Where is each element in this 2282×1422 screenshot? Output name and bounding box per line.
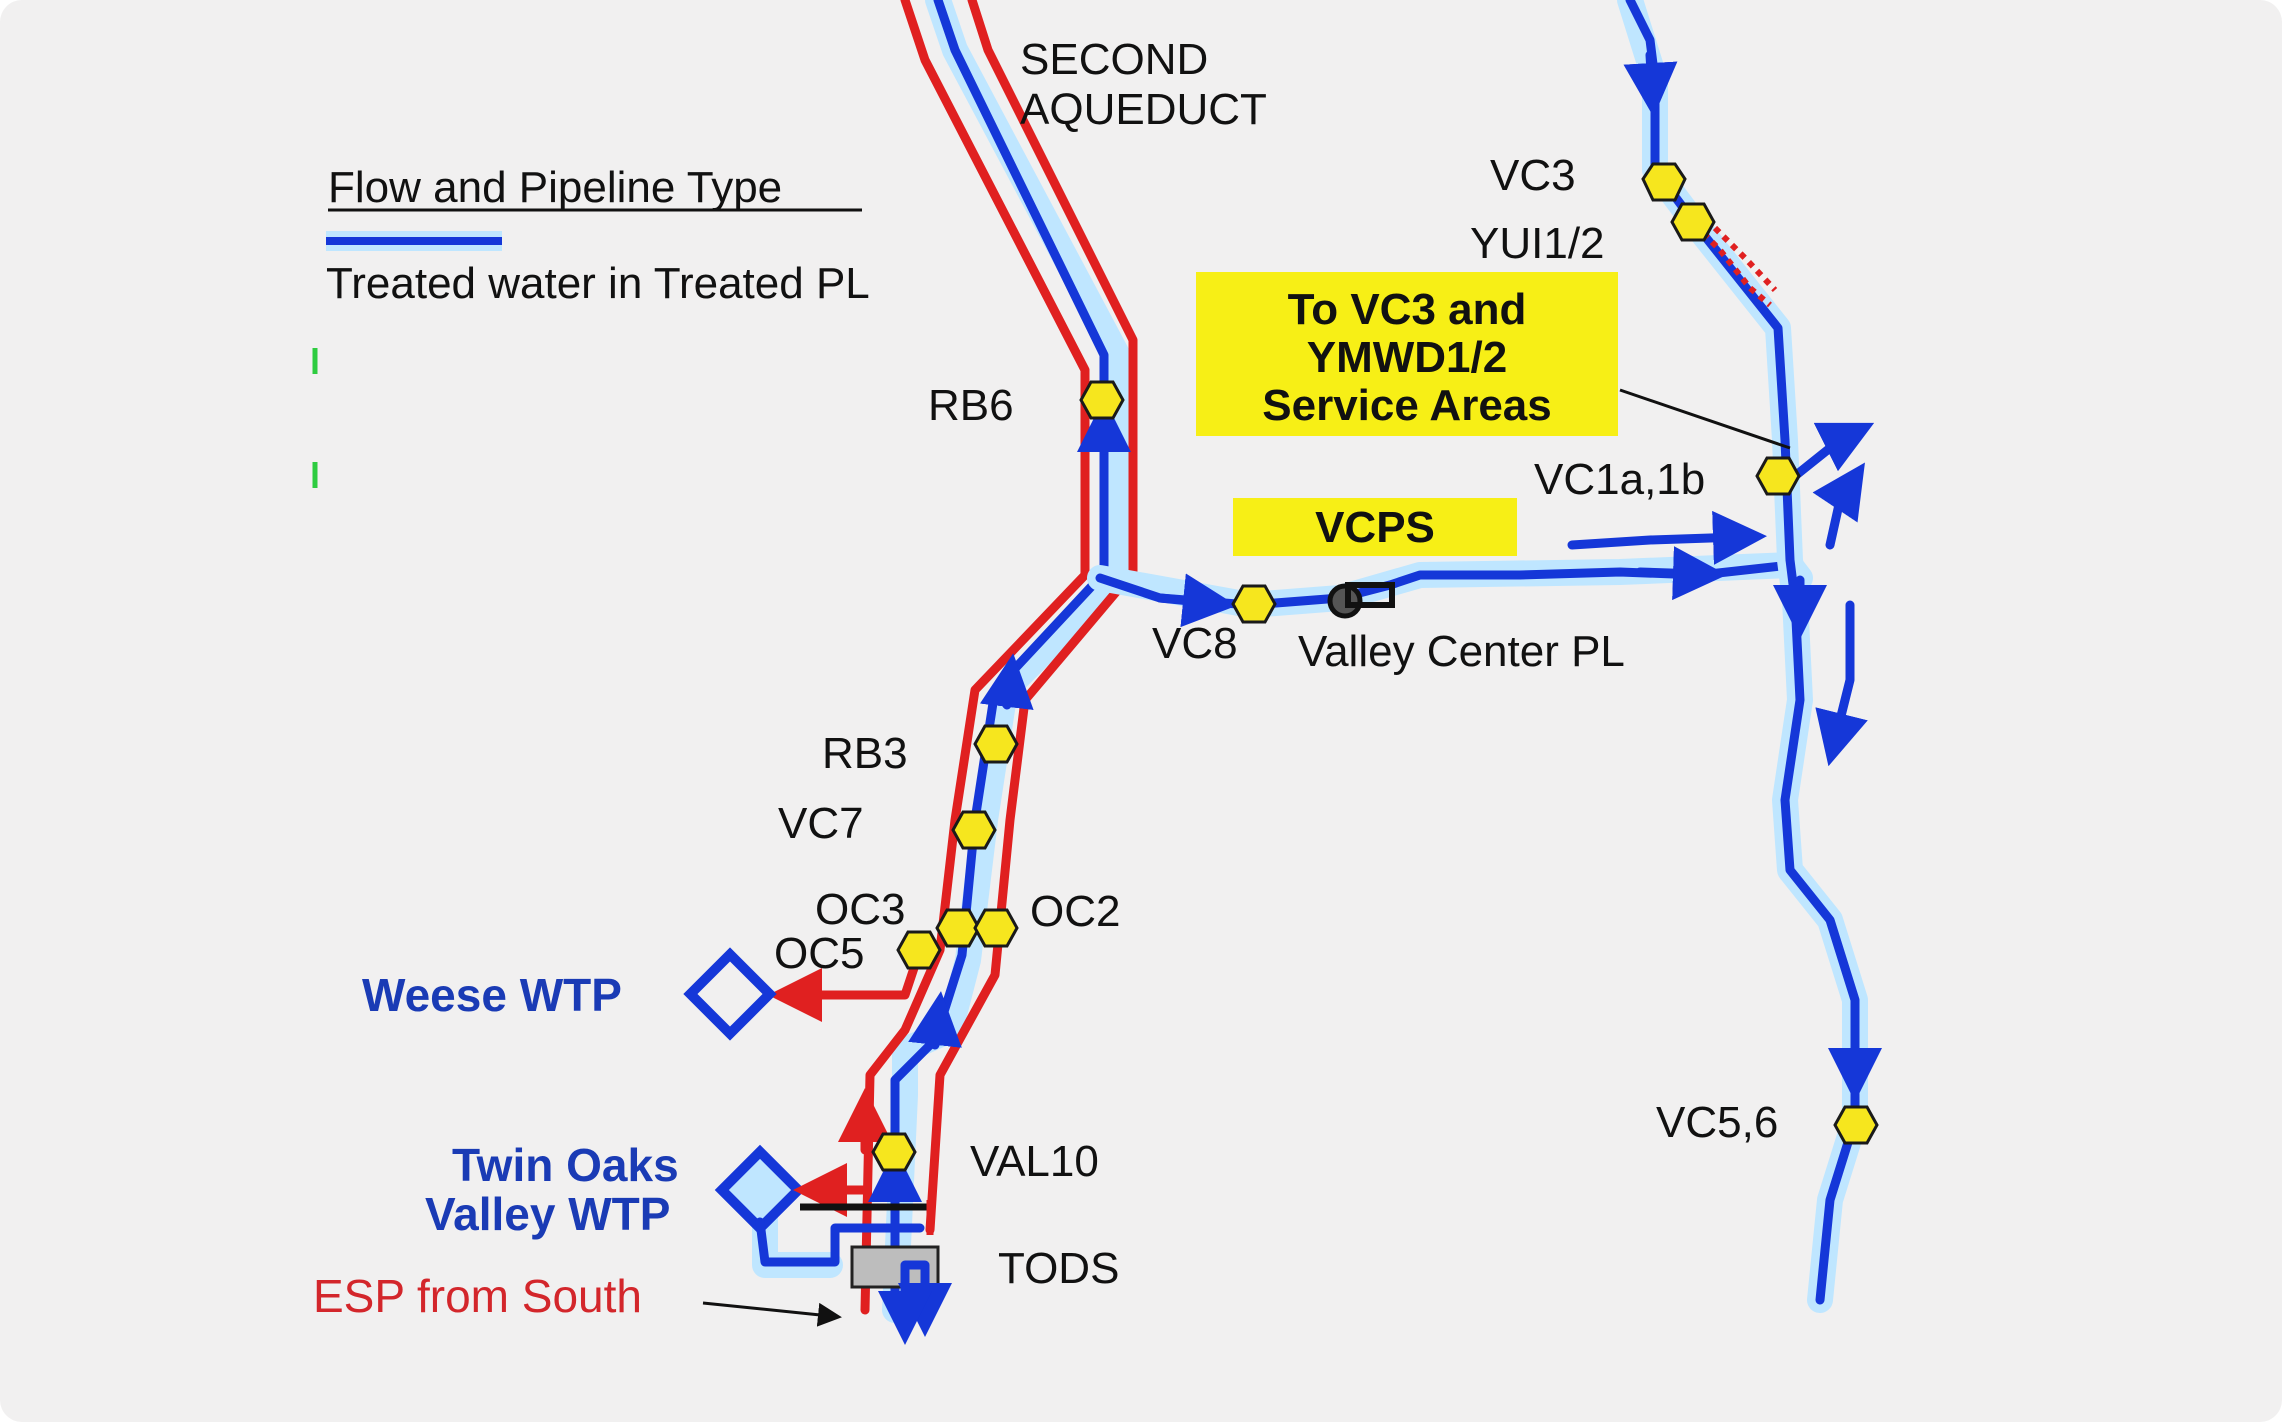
oc2-label: OC2	[1030, 887, 1120, 936]
branch-arrow-ne-1	[1785, 422, 1875, 485]
branch-arrow-ne-2	[1812, 462, 1865, 550]
esp-pointer-arrow	[702, 1301, 842, 1327]
weese-wtp-label: Weese WTP	[362, 969, 622, 1021]
legend-entry-treated: Treated water in Treated PL	[326, 259, 870, 308]
service-areas-pointer	[1619, 388, 1791, 450]
esp-label: ESP from South	[313, 1270, 642, 1322]
twin-oaks-treated-output	[755, 1217, 925, 1267]
nodes	[871, 162, 1879, 1172]
service-areas-callout: To VC3 and YMWD1/2 Service Areas	[1196, 272, 1791, 450]
node-vc56	[1833, 1105, 1879, 1145]
node-vc1a1b	[1755, 456, 1801, 496]
vc-flow-arrow-1	[1155, 573, 1237, 628]
service-areas-line-2: YMWD1/2	[1307, 333, 1507, 382]
vc-east-arrow-1	[1623, 50, 1678, 117]
yui-label: YUI1/2	[1470, 219, 1605, 268]
node-oc2	[973, 908, 1019, 948]
service-areas-box	[1196, 272, 1618, 436]
service-areas-line-1: To VC3 and	[1288, 285, 1527, 334]
vc56-label: VC5,6	[1656, 1098, 1778, 1147]
twin-oaks-wtp-diamond	[714, 1144, 806, 1236]
rb6-label: RB6	[928, 381, 1014, 430]
valley-center-pl: VC8 Valley Center PL	[1087, 510, 1813, 676]
vcps-label: VCPS	[1315, 503, 1435, 552]
legend: Flow and Pipeline Type Treated water in …	[312, 163, 870, 488]
twin-oaks-label-2: Valley WTP	[425, 1188, 670, 1240]
flow-arrow-north-2	[979, 653, 1034, 711]
service-areas-line-3: Service Areas	[1262, 381, 1551, 430]
node-rb6	[1079, 380, 1125, 420]
legend-title: Flow and Pipeline Type	[328, 163, 782, 212]
vc3-label: VC3	[1490, 151, 1576, 200]
vc-flow-arrow-2	[1635, 546, 1727, 601]
node-yui	[1670, 202, 1716, 242]
flow-arrow-north-3	[908, 991, 962, 1050]
node-vc8	[1231, 584, 1277, 624]
second-aqueduct-pipelines	[838, 0, 1138, 1323]
vc1a1b-label: VC1a,1b	[1534, 455, 1705, 504]
yui-dashed-line-2	[1712, 225, 1778, 293]
vc7-label: VC7	[778, 799, 864, 848]
vc8-label: VC8	[1152, 619, 1238, 668]
weese-raw-supply	[768, 960, 920, 1022]
weese-branch: Weese WTP	[362, 947, 920, 1041]
pump-icon	[1327, 582, 1395, 619]
oc5-label: OC5	[774, 929, 864, 978]
station-labels: SECOND AQUEDUCT VC3 YUI1/2 RB6 VC1a,1b R…	[774, 35, 1778, 1186]
vcps-box	[1233, 498, 1517, 556]
node-val10	[871, 1132, 917, 1172]
twin-oaks-label-1: Twin Oaks	[452, 1139, 679, 1191]
weese-wtp-diamond	[683, 947, 777, 1041]
vc-east-pipeline	[1617, 0, 1882, 1313]
yui-dashed-line-1	[1692, 222, 1772, 308]
branch-arrow-south	[1815, 600, 1868, 767]
aqueduct-raw-pipe-west	[860, 0, 1090, 1315]
val10-label: VAL10	[970, 1137, 1099, 1186]
valley-center-pl-label: Valley Center PL	[1298, 627, 1625, 676]
second-aqueduct-label-1: SECOND	[1020, 35, 1208, 84]
tods-label: TODS	[998, 1244, 1119, 1293]
node-vc7	[951, 810, 997, 850]
vcps-callout: VCPS	[1233, 498, 1517, 556]
node-rb3	[973, 724, 1019, 764]
oc3-label: OC3	[815, 885, 905, 934]
vc-flow-arrow-3	[1567, 510, 1767, 565]
node-vc3	[1641, 162, 1687, 202]
twin-oaks-area: Twin Oaks Valley WTP TODS ESP from South	[313, 1139, 1119, 1345]
node-oc3	[935, 908, 981, 948]
node-oc5	[896, 930, 942, 970]
rb3-label: RB3	[822, 729, 908, 778]
second-aqueduct-label-2: AQUEDUCT	[1020, 85, 1267, 134]
